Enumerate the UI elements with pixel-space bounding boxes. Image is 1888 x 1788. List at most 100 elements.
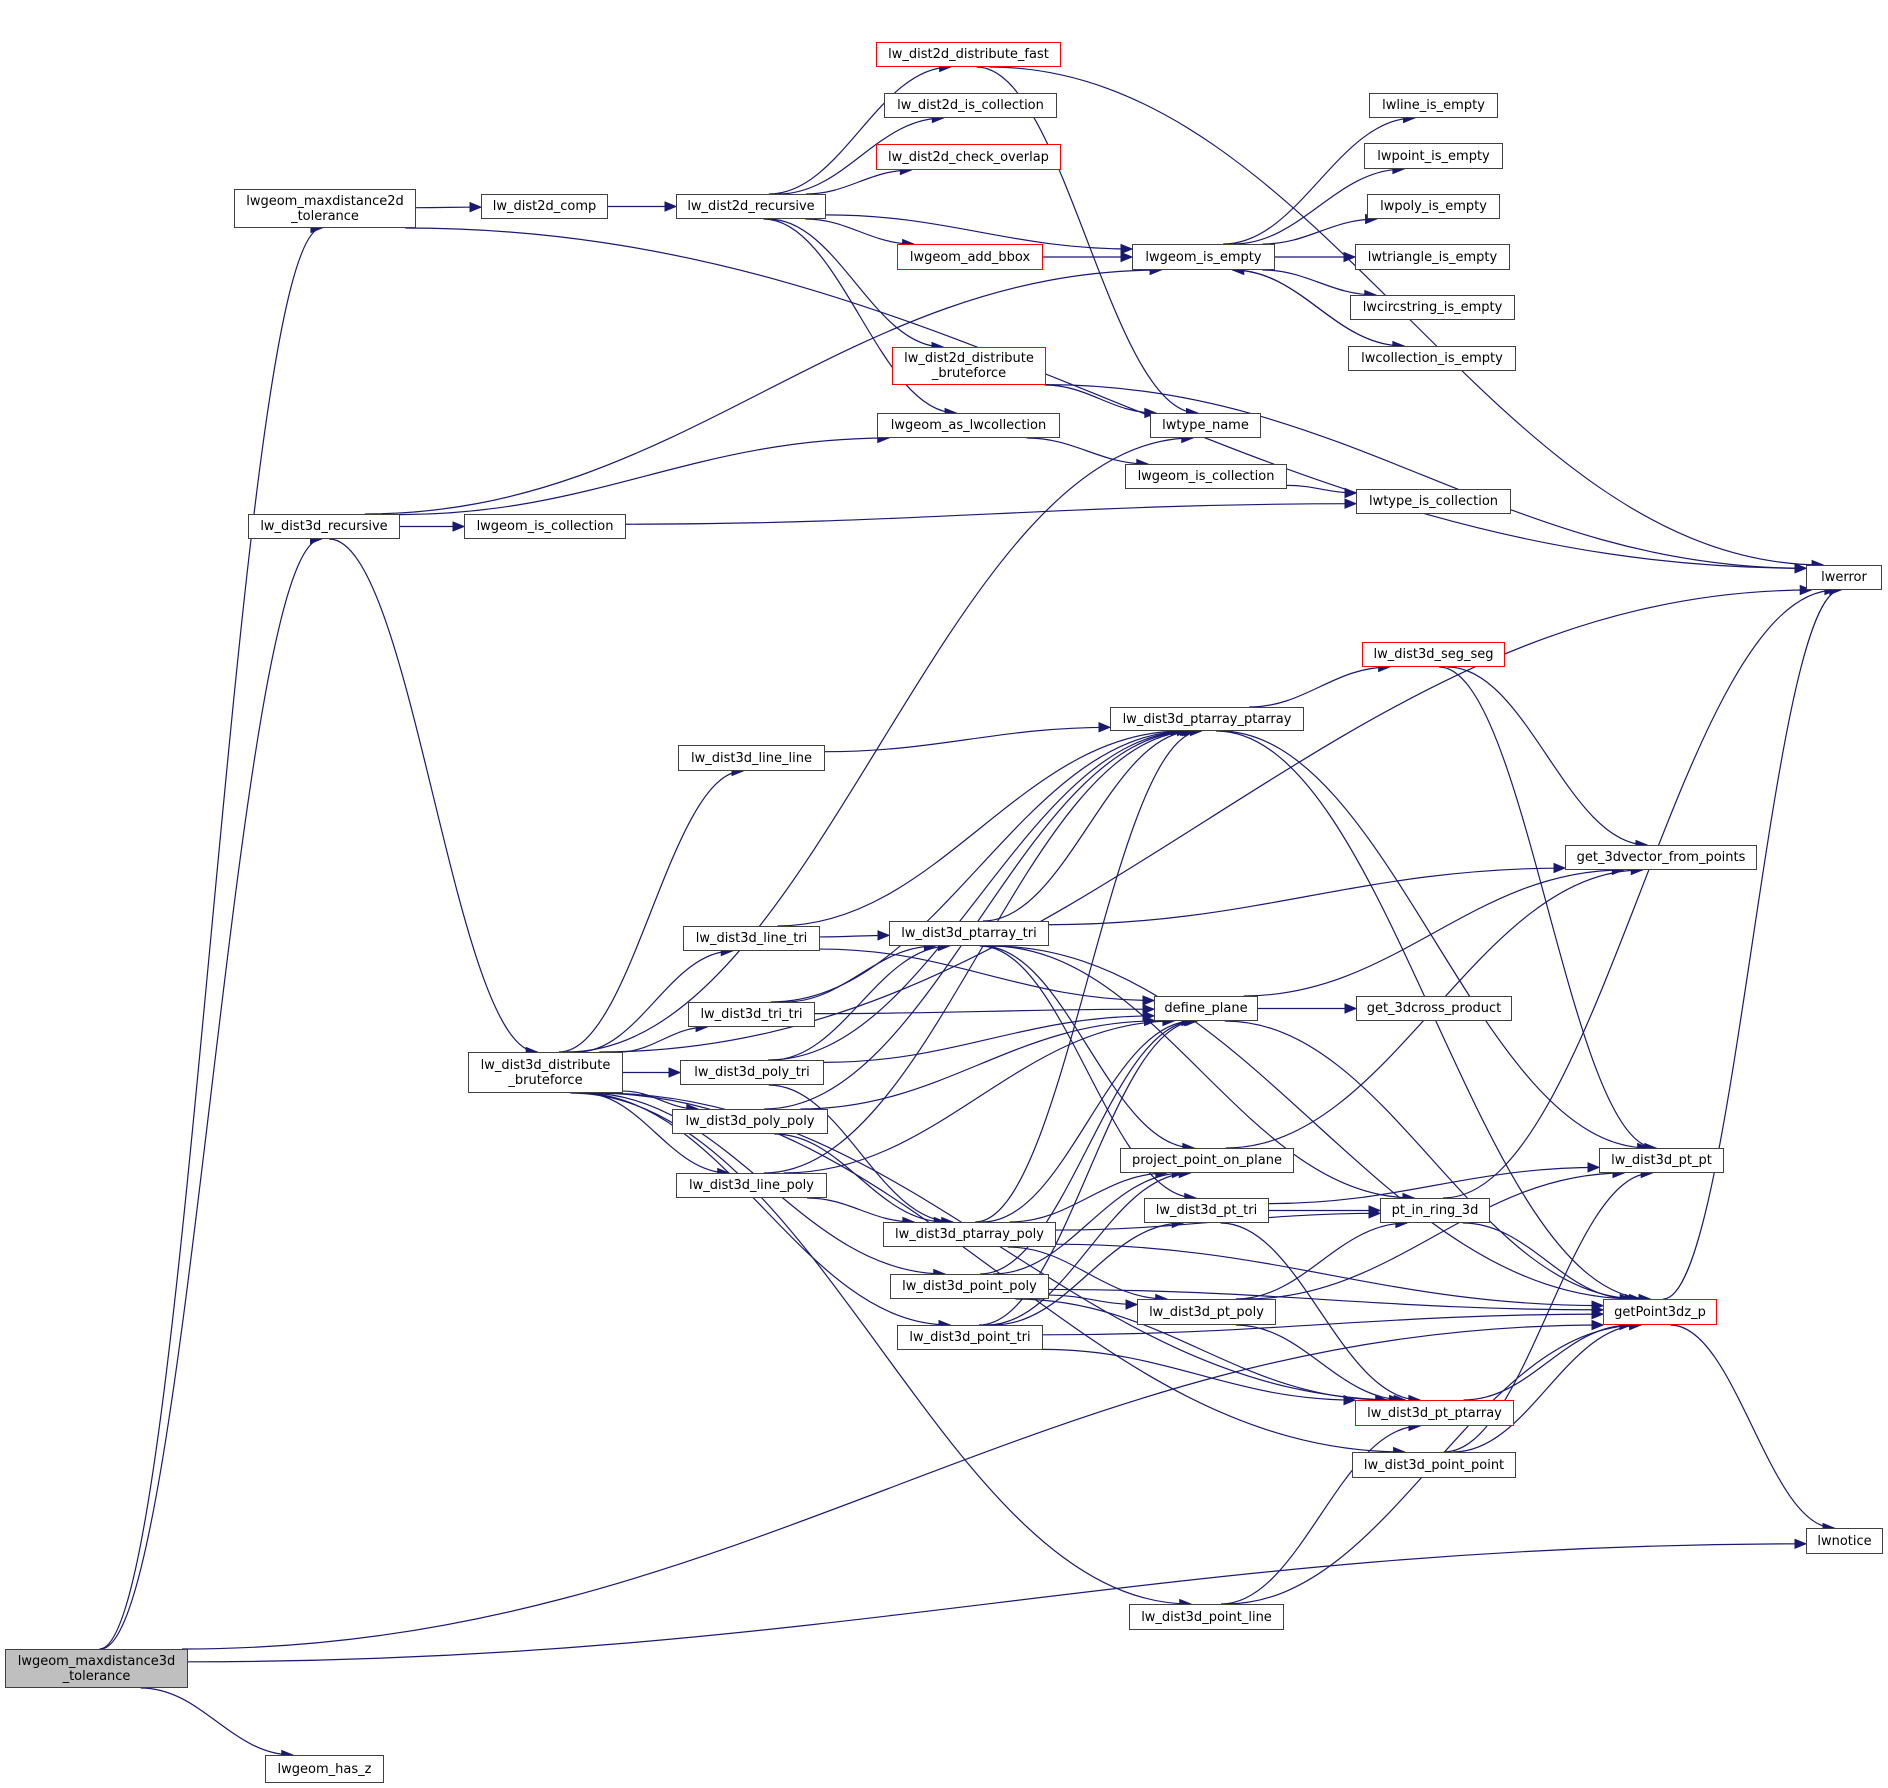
edge-d3brute-to-pointline (570, 1092, 1191, 1605)
graph-node-addbbox[interactable]: lwgeom_add_bbox (897, 244, 1043, 270)
graph-node-pointpoint[interactable]: lw_dist3d_point_point (1352, 1452, 1516, 1478)
edge-papoly-to-getpt (1055, 1243, 1604, 1307)
graph-node-root[interactable]: lwgeom_maxdistance3d _tolerance (5, 1649, 188, 1688)
graph-node-label: lw_dist3d_ptarray_tri (901, 926, 1037, 941)
graph-node-isempty[interactable]: lwgeom_is_empty (1132, 244, 1275, 270)
edge-polypoly-to-defplane (800, 1020, 1156, 1110)
graph-node-defplane[interactable]: define_plane (1154, 996, 1258, 1021)
graph-node-projpt[interactable]: project_point_on_plane (1120, 1148, 1294, 1173)
graph-node-paPA[interactable]: lw_dist3d_ptarray_ptarray (1110, 707, 1304, 731)
graph-node-label: lwgeom_as_lwcollection (890, 418, 1047, 433)
graph-node-d2iscoll[interactable]: lw_dist2d_is_collection (884, 93, 1057, 118)
graph-node-label: getPoint3dz_p (1614, 1304, 1706, 1320)
edge-ptpoly-to-ptinring (1235, 1222, 1407, 1300)
graph-node-d2brute[interactable]: lw_dist2d_distribute _bruteforce (892, 347, 1046, 385)
edge-max2d-to-lwerror (405, 227, 1807, 569)
arrowhead-icon (1120, 243, 1134, 255)
arrowhead-icon (1142, 995, 1156, 1006)
graph-node-getpt[interactable]: getPoint3dz_p (1603, 1299, 1717, 1325)
edge-segseg-to-vec3d (1447, 666, 1647, 846)
edge-ptptarray-to-getpt (1463, 1324, 1631, 1401)
graph-node-linetri[interactable]: lw_dist3d_line_tri (683, 926, 820, 951)
graph-node-pointline[interactable]: lw_dist3d_point_line (1129, 1604, 1284, 1630)
graph-node-pointtri[interactable]: lw_dist3d_point_tri (897, 1325, 1043, 1350)
graph-node-collempty[interactable]: lwcollection_is_empty (1348, 346, 1516, 371)
graph-node-has_z[interactable]: lwgeom_has_z (265, 1755, 384, 1783)
edge-pointtri-to-getpt (1042, 1313, 1604, 1336)
graph-node-label: lwgeom_maxdistance2d _tolerance (246, 193, 404, 224)
arrowhead-icon (1343, 251, 1357, 263)
graph-node-label: define_plane (1164, 1001, 1248, 1016)
edge-d2brute-to-typename (1044, 384, 1156, 414)
graph-node-ptpoly[interactable]: lw_dist3d_pt_poly (1137, 1299, 1276, 1325)
graph-node-polytri[interactable]: lw_dist3d_poly_tri (680, 1060, 824, 1085)
edge-root-to-getpt (182, 1324, 1604, 1650)
edge-getpt-to-lwnotice (1670, 1324, 1835, 1529)
graph-node-cross[interactable]: get_3dcross_product (1356, 996, 1512, 1021)
graph-node-polyempty[interactable]: lwpoly_is_empty (1367, 194, 1500, 219)
graph-node-papoly[interactable]: lw_dist3d_ptarray_poly (883, 1222, 1056, 1247)
graph-node-label: project_point_on_plane (1131, 1153, 1283, 1168)
edge-polytri-to-paPA (768, 730, 1192, 1061)
graph-node-lwerror[interactable]: lwerror (1806, 565, 1882, 590)
graph-node-label: lwpoint_is_empty (1377, 148, 1490, 164)
graph-node-label: lw_dist3d_point_poly (902, 1279, 1037, 1294)
graph-node-label: lw_dist2d_distribute _bruteforce (904, 351, 1034, 381)
graph-node-vec3d[interactable]: get_3dvector_from_points (1565, 845, 1757, 870)
edge-paPA-to-segseg (1249, 666, 1390, 708)
graph-node-iscoll_low[interactable]: lwgeom_is_collection (464, 514, 626, 539)
edge-tritri-to-patri (785, 945, 936, 1003)
edge-defplane-to-getpt (1224, 1020, 1641, 1300)
graph-node-pointpoly[interactable]: lw_dist3d_point_poly (890, 1274, 1049, 1299)
edge-patri-to-getpt (991, 945, 1637, 1300)
edge-d2rec-to-isempty (825, 214, 1133, 250)
graph-node-d2comp[interactable]: lw_dist2d_comp (481, 194, 608, 219)
graph-node-label: lwgeom_is_collection (476, 519, 614, 534)
graph-node-ptptarray[interactable]: lw_dist3d_pt_ptarray (1355, 1400, 1514, 1426)
graph-node-typeiscoll[interactable]: lwtype_is_collection (1356, 489, 1511, 514)
arrowhead-icon (668, 1067, 682, 1078)
graph-node-label: lwcircstring_is_empty (1362, 300, 1503, 315)
graph-node-label: lwerror (1821, 570, 1867, 585)
edge-pointpoly-to-defplane (980, 1020, 1196, 1275)
graph-node-label: lw_dist2d_check_overlap (888, 149, 1049, 165)
graph-node-patri[interactable]: lw_dist3d_ptarray_tri (889, 921, 1049, 946)
edge-d3rec-to-aslwcoll (399, 437, 889, 516)
edge-papoly-to-paPA (975, 730, 1202, 1223)
graph-node-typename[interactable]: lwtype_name (1150, 413, 1261, 438)
graph-node-triempty[interactable]: lwtriangle_is_empty (1355, 244, 1510, 270)
graph-node-ptpt[interactable]: lw_dist3d_pt_pt (1599, 1148, 1724, 1173)
edge-d3rec-to-d3brute (329, 538, 538, 1053)
graph-node-max2d[interactable]: lwgeom_maxdistance2d _tolerance (234, 189, 416, 228)
graph-node-pointempty[interactable]: lwpoint_is_empty (1364, 143, 1503, 169)
graph-node-lwnotice[interactable]: lwnotice (1806, 1528, 1883, 1554)
graph-node-d3brute[interactable]: lw_dist3d_distribute _bruteforce (468, 1052, 623, 1093)
graph-node-ptinring[interactable]: pt_in_ring_3d (1380, 1198, 1490, 1223)
graph-node-d3rec[interactable]: lw_dist3d_recursive (248, 514, 400, 539)
graph-node-pttri[interactable]: lw_dist3d_pt_tri (1144, 1198, 1269, 1223)
graph-node-label: lwtype_name (1162, 418, 1249, 433)
graph-node-polypoly[interactable]: lw_dist3d_poly_poly (672, 1109, 828, 1134)
arrowhead-icon (877, 930, 891, 941)
graph-node-aslwcoll[interactable]: lwgeom_as_lwcollection (877, 413, 1060, 438)
edge-pointline-to-ptptarray (1221, 1425, 1420, 1605)
graph-node-iscoll_up[interactable]: lwgeom_is_collection (1125, 464, 1287, 489)
graph-node-lineempty[interactable]: lwline_is_empty (1369, 93, 1498, 118)
graph-node-segseg[interactable]: lw_dist3d_seg_seg (1362, 642, 1505, 667)
edge-tritri-to-defplane (814, 1008, 1155, 1015)
edge-defplane-to-vec3d (1243, 869, 1624, 997)
graph-node-d2overlap[interactable]: lw_dist2d_check_overlap (876, 144, 1061, 170)
edge-patri-to-paPA (982, 730, 1194, 922)
graph-node-linepoly[interactable]: lw_dist3d_line_poly (676, 1173, 827, 1198)
graph-node-d2fast[interactable]: lw_dist2d_distribute_fast (876, 42, 1061, 67)
graph-node-circempty[interactable]: lwcircstring_is_empty (1350, 295, 1515, 320)
edge-iscoll_low-to-typeiscoll (625, 503, 1357, 525)
arrowhead-icon (1120, 251, 1134, 263)
edge-linetri-to-paPA (777, 730, 1183, 927)
graph-node-label: lw_dist2d_comp (492, 199, 597, 214)
graph-node-label: lw_dist3d_line_line (691, 750, 812, 766)
graph-node-tritri[interactable]: lw_dist3d_tri_tri (688, 1002, 815, 1027)
graph-node-lineline[interactable]: lw_dist3d_line_line (678, 745, 825, 771)
graph-node-d2rec[interactable]: lw_dist2d_recursive (676, 194, 826, 219)
edge-lineline-to-paPA (824, 726, 1111, 753)
